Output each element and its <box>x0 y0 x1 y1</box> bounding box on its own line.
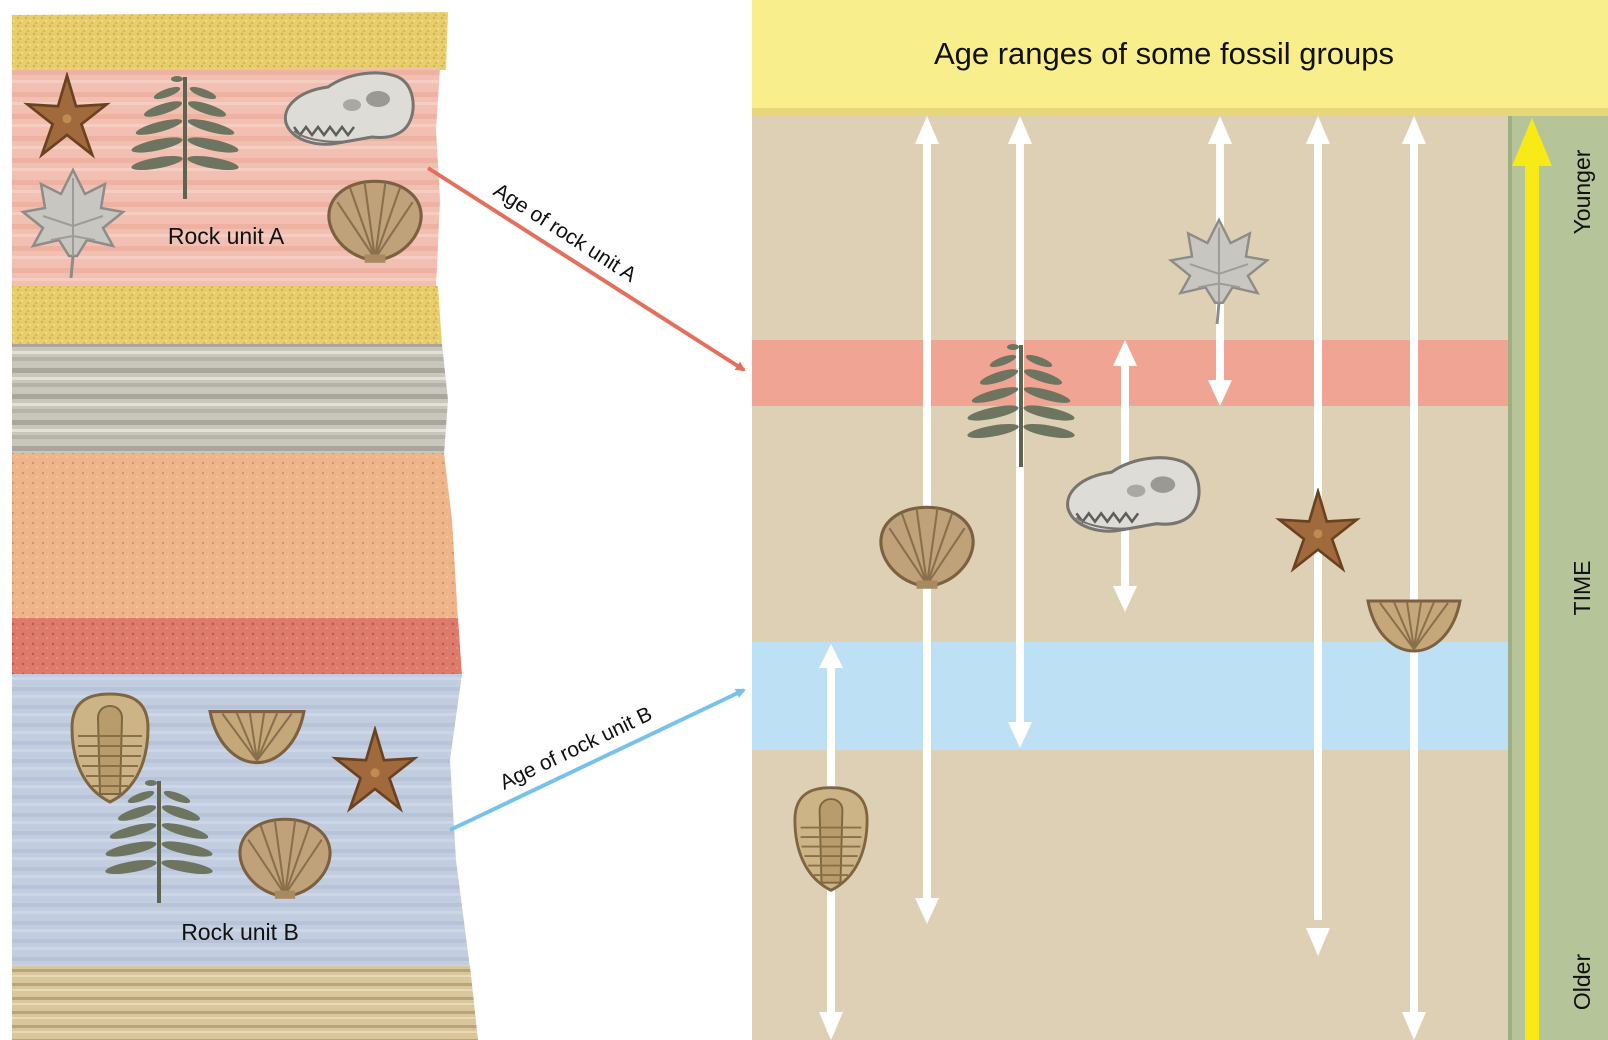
chart-background <box>752 116 1508 1040</box>
sand-layer-top <box>12 12 448 72</box>
age-range-chart: Age ranges of some fossil groups Younger… <box>752 0 1608 1040</box>
rock-column: Rock unit A Rock unit B <box>12 12 478 1040</box>
time-younger-label: Younger <box>1569 149 1595 234</box>
rock-unit-b-label: Rock unit B <box>181 919 299 945</box>
bottom-layer <box>12 966 478 1040</box>
arrow-label-unit-b: Age of rock unit B <box>496 702 656 794</box>
time-arrow-shaft <box>1525 150 1539 1040</box>
rock-unit-b-age-band <box>752 642 1508 750</box>
chart-title: Age ranges of some fossil groups <box>934 36 1394 71</box>
arrow-rock-unit-a <box>428 168 744 370</box>
red-layer <box>12 618 462 676</box>
gray-shale-layer <box>12 344 448 455</box>
arrow-rock-unit-b <box>450 690 744 830</box>
sand-layer-middle <box>12 286 442 346</box>
time-older-label: Older <box>1569 954 1595 1011</box>
time-strip-edge <box>1508 116 1512 1040</box>
rock-unit-a-age-band <box>752 340 1508 406</box>
orange-sandstone-layer <box>12 453 458 620</box>
time-axis-label: TIME <box>1569 561 1595 616</box>
title-band-shadow <box>752 108 1608 116</box>
rock-unit-a-label: Rock unit A <box>168 223 285 249</box>
arrow-label-unit-a: Age of rock unit A <box>489 179 640 287</box>
